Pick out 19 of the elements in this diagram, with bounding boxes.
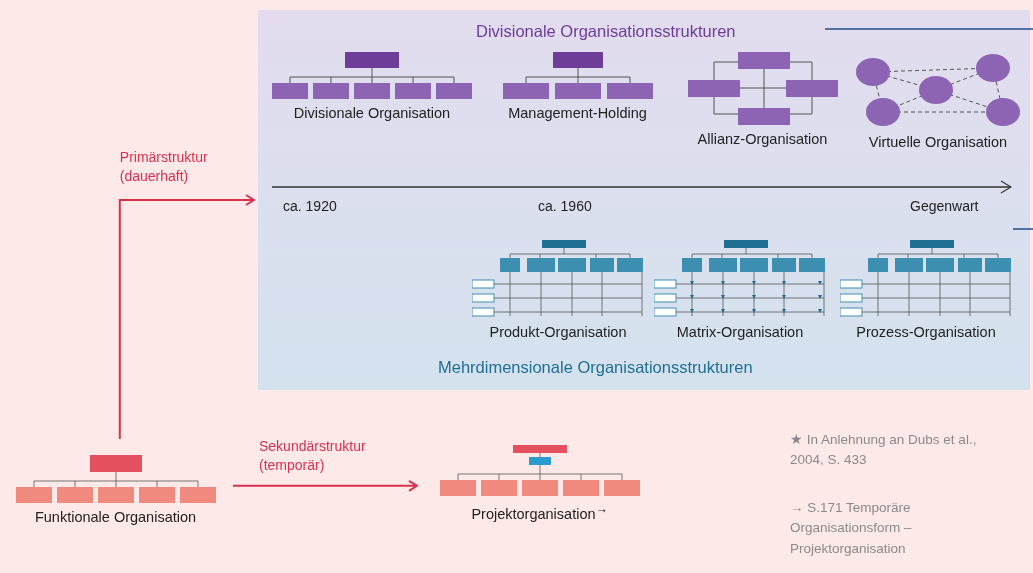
node-caption: Divisionale Organisation bbox=[293, 105, 451, 121]
source-note: ★ In Anlehnung an Dubs et al., 2004, S. 433 bbox=[790, 431, 978, 470]
axis-label: Gegenwart bbox=[910, 198, 979, 214]
panel-background bbox=[258, 10, 1030, 390]
panel-title: Divisionale Organisationsstrukturen bbox=[476, 22, 736, 41]
panel-title: Mehrdimensionale Organisationsstrukturen bbox=[438, 358, 753, 377]
node-caption: Funktionale Organisation bbox=[34, 509, 197, 525]
axis-label: ca. 1920 bbox=[283, 198, 337, 214]
node-caption: Prozess-Organisation bbox=[856, 324, 996, 340]
node-caption: Virtuelle Organisation bbox=[868, 134, 1008, 150]
node-caption: Allianz-Organisation bbox=[697, 131, 828, 147]
arrow bbox=[118, 194, 255, 440]
node-caption: Produkt-Organisation bbox=[489, 324, 627, 340]
node-caption: Matrix-Organisation bbox=[676, 324, 804, 340]
arrow bbox=[232, 479, 418, 492]
reference-note: → S.171 Temporäre Organisationsform – Projektorganisation bbox=[790, 499, 913, 558]
axis-label: ca. 1960 bbox=[538, 198, 592, 214]
node-caption: Projektorganisation$^{→}$ bbox=[471, 502, 608, 522]
node-caption: Management-Holding bbox=[508, 105, 647, 121]
